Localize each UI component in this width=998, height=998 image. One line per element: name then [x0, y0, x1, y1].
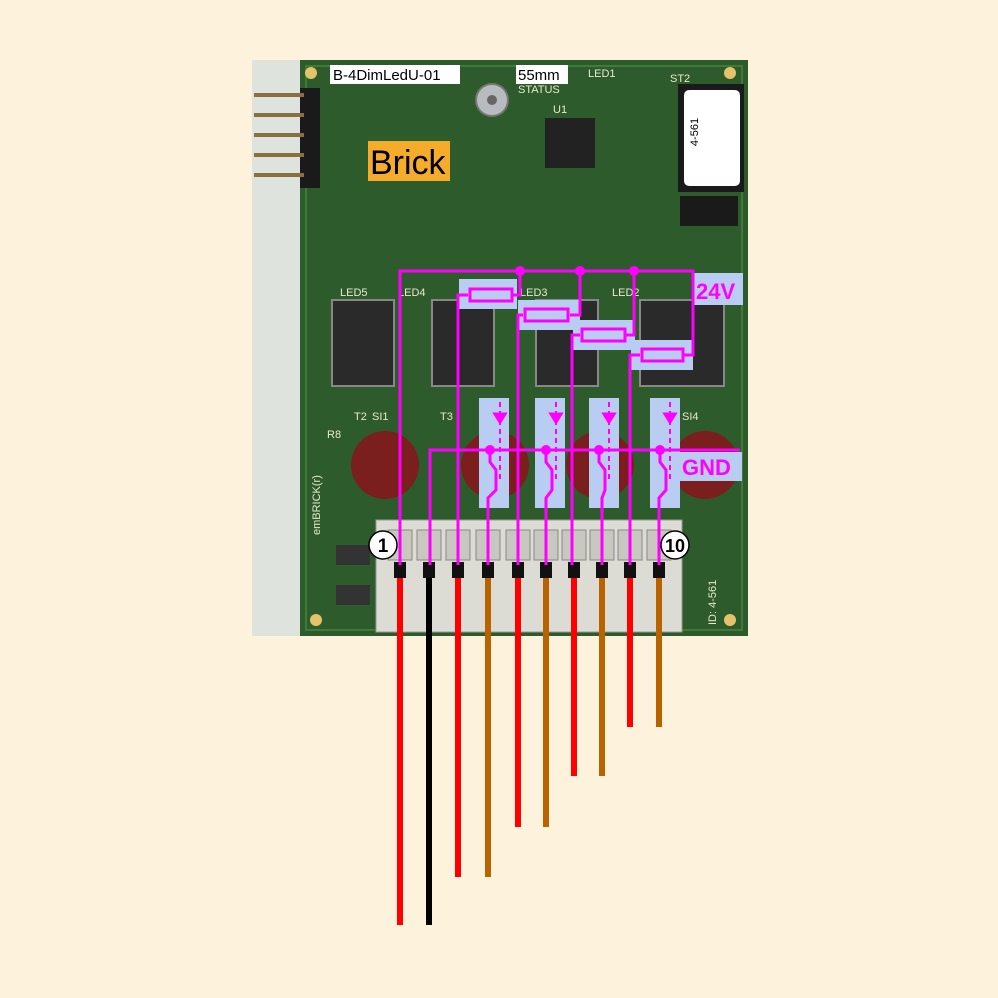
supply-label: 24V [696, 279, 735, 304]
fuse-highlights [459, 273, 743, 481]
silk-t3: T3 [440, 411, 453, 423]
supply-bus [398, 269, 695, 565]
wire-ferrule [512, 562, 524, 578]
silk-id: ID: 4-561 [707, 580, 719, 625]
ground-bus [428, 448, 740, 565]
sticker-label: 4-561 [689, 118, 701, 146]
silk-t2: T2 [354, 411, 367, 423]
silk-led3: LED3 [520, 287, 548, 299]
junction-dots [485, 266, 665, 455]
fuse-symbol [580, 327, 627, 343]
wire-ferrule [568, 562, 580, 578]
silk-si4: SI4 [682, 411, 699, 423]
brand-label: Brick [370, 144, 447, 182]
circuit-overlay [398, 269, 740, 565]
pin-header [254, 88, 320, 188]
wire-ferrule [452, 562, 464, 578]
silk-embrick: emBRICK(r) [311, 475, 323, 535]
switch-symbol [544, 450, 554, 565]
switch-symbol [657, 450, 668, 565]
microcontroller-chip [545, 118, 595, 168]
wire-ferrule [596, 562, 608, 578]
sticker-label-box [684, 90, 740, 186]
terminal-slot [561, 529, 587, 561]
silk-u1: U1 [553, 104, 567, 116]
wire-ferrule [482, 562, 494, 578]
board-size-label: 55mm [518, 67, 560, 84]
pcb-edge-strip [252, 60, 302, 636]
actuator-arrow-icon [548, 412, 564, 425]
pin-1-marker [368, 530, 398, 560]
board-name-label: B-4DimLedU-01 [333, 67, 441, 84]
actuator-arrow-icon [492, 412, 508, 425]
silk-led5: LED5 [340, 287, 368, 299]
actuator-arrow-icon [662, 412, 678, 425]
fuse-symbol [468, 287, 514, 303]
pin-10-marker [660, 530, 690, 560]
fuse-symbol [640, 347, 685, 363]
switch-symbol [486, 450, 498, 565]
pin-first-label: 1 [378, 536, 389, 557]
silk-st2: ST2 [670, 73, 690, 85]
switch-symbol [597, 450, 607, 565]
silk-led4: LED4 [398, 287, 426, 299]
wire-ferrule [540, 562, 552, 578]
actuator-arrow-icon [601, 412, 617, 425]
wire-ferrule [624, 562, 636, 578]
board-name-box [330, 65, 460, 84]
silk-status: STATUS [518, 84, 560, 96]
pin-last-label: 10 [665, 536, 685, 556]
wire-ferrule [423, 562, 435, 578]
wire-ferrule [653, 562, 665, 578]
silk-r8: R8 [327, 429, 341, 441]
fuse-symbol [523, 307, 570, 323]
silk-si1: SI1 [372, 411, 389, 423]
wire-ferrule [394, 562, 406, 578]
silk-led1: LED1 [588, 68, 616, 80]
ground-label: GND [682, 455, 731, 480]
